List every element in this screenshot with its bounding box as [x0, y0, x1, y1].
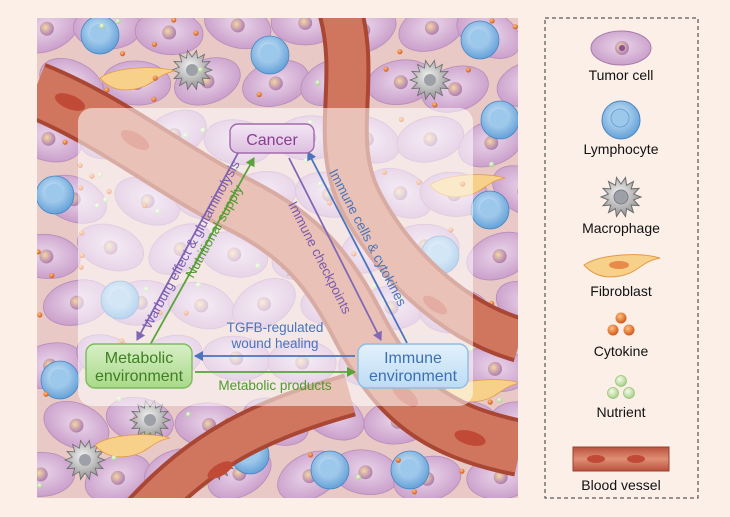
- tissue-cytokine: [37, 249, 41, 255]
- legend: Tumor cell Lymphocyte Macrophage Fibrobl…: [544, 17, 699, 499]
- arrow-immune-checkpoints: [288, 157, 382, 341]
- label-tgfb-line2: wound healing: [230, 336, 318, 351]
- tissue-fibroblast: [94, 434, 171, 458]
- tissue-cytokine: [395, 457, 401, 463]
- tissue-cytokine: [512, 24, 518, 30]
- tissue-nutrient: [111, 455, 117, 461]
- tissue-cytokine: [489, 18, 495, 24]
- node-cancer: Cancer: [229, 123, 315, 154]
- nutrient-icon: [607, 375, 635, 399]
- tissue-cytokine: [307, 452, 314, 458]
- tissue-cytokine: [104, 87, 110, 93]
- fibroblast-icon: [583, 254, 661, 278]
- legend-label-fibroblast: Fibroblast: [590, 283, 652, 299]
- label-tgfb-line1: TGFB-regulated: [227, 320, 324, 335]
- tissue-cytokine: [465, 67, 471, 73]
- node-metabolic-environment: Metabolic environment: [85, 343, 193, 389]
- arrow-nutritional-supply: [149, 157, 255, 346]
- tissue-cytokine: [383, 66, 389, 72]
- tissue-cytokine: [43, 391, 49, 397]
- node-immune-label-2: environment: [369, 368, 458, 385]
- tissue-tumor-cell: [492, 165, 518, 217]
- tumor-cell-icon: [590, 30, 652, 66]
- node-metabolic-label-1: Metabolic: [105, 350, 173, 367]
- node-cancer-label: Cancer: [246, 132, 298, 149]
- tissue-cytokine: [119, 51, 126, 57]
- tissue-nutrient: [355, 474, 362, 480]
- arrow-immune-cells: [307, 151, 408, 344]
- tissue-cytokine: [171, 18, 177, 23]
- tissue-cytokine: [487, 399, 493, 405]
- tissue-cytokine: [62, 139, 68, 145]
- arrow-warburg: [136, 152, 239, 341]
- legend-label-cytokine: Cytokine: [594, 343, 649, 359]
- tissue-nutrient: [489, 161, 495, 168]
- legend-box: [544, 17, 699, 499]
- tissue-nutrient: [315, 80, 321, 86]
- blood-vessel-icon: [572, 446, 670, 472]
- label-metabolic-products: Metabolic products: [218, 378, 332, 393]
- macrophage-icon: [599, 176, 643, 218]
- tissue-tumor-cell: [496, 60, 518, 108]
- tissue-cytokine: [256, 91, 262, 98]
- legend-label-tumor-cell: Tumor cell: [589, 67, 654, 83]
- tissue-nutrient: [99, 23, 105, 29]
- tissue-nutrient: [497, 397, 503, 403]
- tissue-cytokine: [411, 489, 417, 495]
- tissue-cytokine: [397, 49, 403, 55]
- node-immune-label-1: Immune: [384, 350, 442, 367]
- tissue-nutrient: [197, 67, 204, 73]
- tissue-cytokine: [151, 41, 158, 47]
- tissue-cytokine: [193, 30, 199, 36]
- tissue-cytokine: [432, 102, 438, 108]
- tissue-nutrient: [37, 483, 43, 489]
- legend-label-lymphocyte: Lymphocyte: [584, 141, 659, 157]
- cytokine-icon: [607, 312, 635, 336]
- tissue-cytokine: [37, 312, 43, 318]
- legend-label-blood-vessel: Blood vessel: [581, 477, 660, 493]
- tissue-nutrient: [185, 411, 191, 418]
- tissue-cytokine: [49, 272, 55, 279]
- legend-label-nutrient: Nutrient: [596, 404, 645, 420]
- tissue-cytokine: [152, 75, 158, 81]
- tissue-nutrient: [115, 18, 121, 24]
- tissue-cytokine: [459, 468, 465, 474]
- node-immune-environment: Immune environment: [357, 343, 469, 389]
- node-metabolic-label-2: environment: [95, 368, 184, 385]
- lymphocyte-icon: [601, 100, 641, 140]
- legend-label-macrophage: Macrophage: [582, 220, 660, 236]
- tissue-cytokine: [151, 96, 157, 102]
